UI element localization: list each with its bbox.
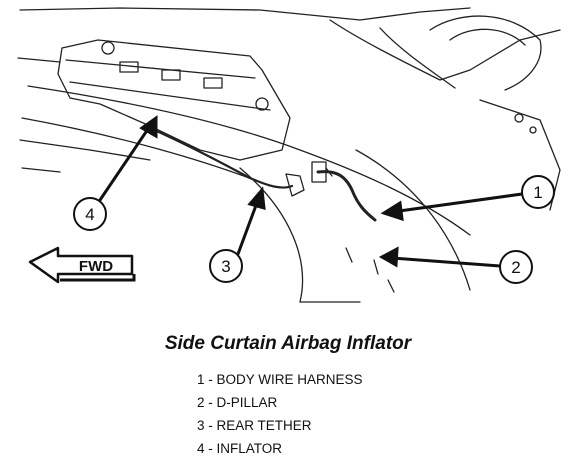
leader-4 (98, 124, 152, 202)
legend-item-2: 2 - D-PILLAR (197, 395, 278, 410)
roof-line (19, 7, 471, 21)
body-line-1 (17, 57, 61, 63)
inflator-slot-1 (119, 61, 139, 73)
inflator-housing (57, 39, 291, 161)
pillar-mark-3 (387, 279, 395, 293)
window-frame (329, 19, 561, 81)
callout-2-circle (499, 250, 533, 284)
callout-1-label: 1 (533, 183, 542, 202)
figure-caption: Side Curtain Airbag Inflator (164, 333, 412, 354)
leader-3 (236, 198, 260, 256)
headliner-edge (27, 85, 471, 236)
inflator-slot-3 (203, 77, 223, 89)
inflator-cylinder-2 (69, 81, 271, 111)
inflator-cylinder (65, 59, 256, 79)
pillar-mark-2 (373, 259, 379, 275)
body-wire-harness (316, 170, 377, 222)
harness-connector (311, 161, 327, 183)
inflator-slot-2 (161, 69, 181, 81)
grommet-2 (529, 126, 537, 134)
pillar-mark-1 (345, 247, 353, 263)
fwd-arrow-icon (28, 246, 134, 284)
fwd-label: FWD (79, 258, 113, 275)
arrow-2 (378, 246, 399, 268)
legend-list: 1 - BODY WIRE HARNESS 2 - D-PILLAR 3 - R… (197, 368, 363, 460)
vent-outline (429, 15, 542, 91)
legend-item-1: 1 - BODY WIRE HARNESS (197, 372, 363, 387)
pillar-outline (239, 167, 304, 303)
callout-1-circle (521, 175, 555, 209)
grommet-1 (514, 113, 524, 123)
bolt-right (255, 97, 269, 111)
legend-item-4: 4 - INFLATOR (197, 441, 283, 456)
connector-clip (325, 167, 333, 177)
legend-item-3: 3 - REAR TETHER (197, 418, 312, 433)
callout-2-label: 2 (511, 258, 520, 277)
callout-4-label: 4 (85, 205, 94, 224)
callout-3-circle (209, 249, 243, 283)
body-line-3 (21, 167, 61, 173)
leader-2 (390, 256, 502, 268)
fwd-arrow-shadow (60, 274, 136, 282)
headliner-lower-edge (21, 117, 271, 187)
leader-1 (390, 192, 524, 214)
callout-3-label: 3 (221, 257, 230, 276)
window-frame-inner (379, 27, 456, 89)
tether-end (285, 173, 305, 197)
bolt-left (101, 41, 115, 55)
vent-inner (449, 28, 526, 46)
arrow-1 (380, 200, 404, 222)
pillar-trim-line (355, 149, 471, 291)
rear-tether (148, 126, 294, 189)
trim-panel (479, 99, 561, 211)
arrow-4 (139, 115, 158, 139)
arrow-3 (247, 186, 266, 211)
callout-4-circle (73, 197, 107, 231)
